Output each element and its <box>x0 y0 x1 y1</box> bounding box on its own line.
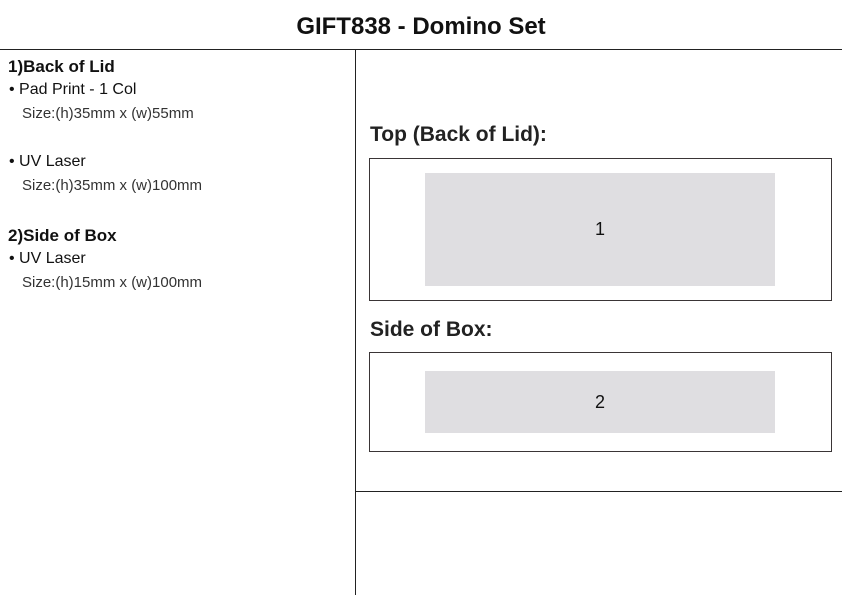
side-heading: Side of Box: <box>370 318 493 341</box>
print-area-1: 1 <box>425 173 775 286</box>
size-uv-laser-side: Size:(h)15mm x (w)100mm <box>22 274 203 291</box>
method-uv-laser-lid: • UV Laser <box>9 153 86 170</box>
section-heading-back-of-lid: 1)Back of Lid <box>8 57 115 76</box>
column-divider <box>355 49 356 595</box>
lower-divider <box>355 491 842 492</box>
header-divider <box>0 49 842 50</box>
top-heading: Top (Back of Lid): <box>370 123 547 146</box>
size-pad-print: Size:(h)35mm x (w)55mm <box>22 105 194 122</box>
print-area-1-label: 1 <box>594 219 605 239</box>
method-pad-print: • Pad Print - 1 Col <box>9 81 137 98</box>
section-heading-side-of-box: 2)Side of Box <box>8 226 117 245</box>
top-box-outline <box>369 158 832 301</box>
size-uv-laser-lid: Size:(h)35mm x (w)100mm <box>22 177 203 194</box>
print-area-2: 2 <box>425 371 775 433</box>
method-uv-laser-side: • UV Laser <box>9 250 86 267</box>
print-area-2-label: 2 <box>594 391 605 412</box>
side-box-outline <box>369 352 832 452</box>
page-title: GIFT838 - Domino Set <box>296 13 546 40</box>
